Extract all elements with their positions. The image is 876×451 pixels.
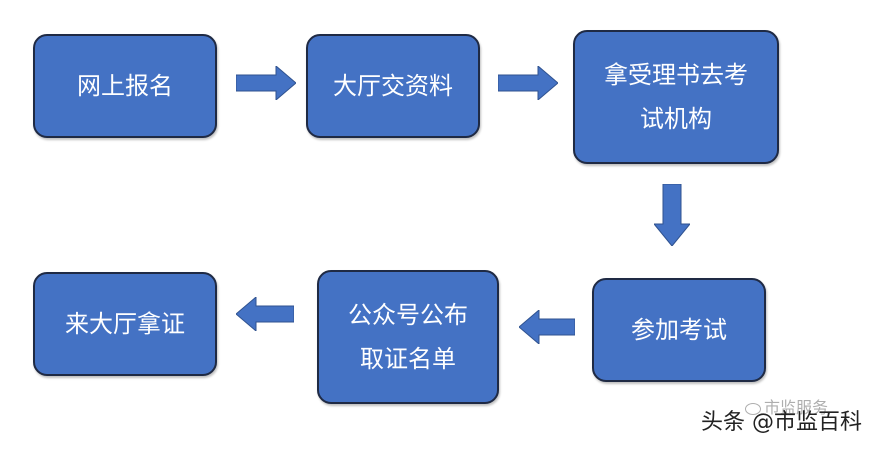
step-box-online-registration: 网上报名: [33, 34, 217, 138]
step-box-submit-documents: 大厅交资料: [306, 34, 480, 138]
arrow-right-icon: [498, 66, 558, 100]
step-label-line1: 拿受理书去考: [604, 61, 748, 89]
step-label-line1: 公众号公布: [348, 301, 468, 329]
step-label: 来大厅拿证: [65, 310, 185, 338]
step-label: 参加考试: [631, 316, 727, 344]
source-watermark: 头条 @市监百科: [701, 410, 862, 435]
step-label-line2: 取证名单: [360, 345, 456, 373]
step-box-collect-certificate: 来大厅拿证: [33, 272, 217, 376]
step-label-line2: 试机构: [640, 105, 712, 133]
faded-watermark: 市监服务: [745, 394, 828, 418]
arrow-left-icon: [519, 310, 575, 344]
wechat-logo-icon: [745, 402, 761, 415]
step-label: 大厅交资料: [333, 72, 453, 100]
step-box-public-account-announces-list: 公众号公布 取证名单: [317, 270, 499, 404]
step-label: 网上报名: [77, 72, 173, 100]
faded-watermark-text: 市监服务: [764, 398, 829, 417]
arrow-left-icon: [236, 297, 294, 331]
arrow-down-icon: [654, 184, 690, 246]
arrow-right-icon: [236, 66, 296, 100]
step-box-take-receipt-to-exam-agency: 拿受理书去考 试机构: [573, 30, 779, 164]
step-box-take-exam: 参加考试: [592, 278, 766, 382]
